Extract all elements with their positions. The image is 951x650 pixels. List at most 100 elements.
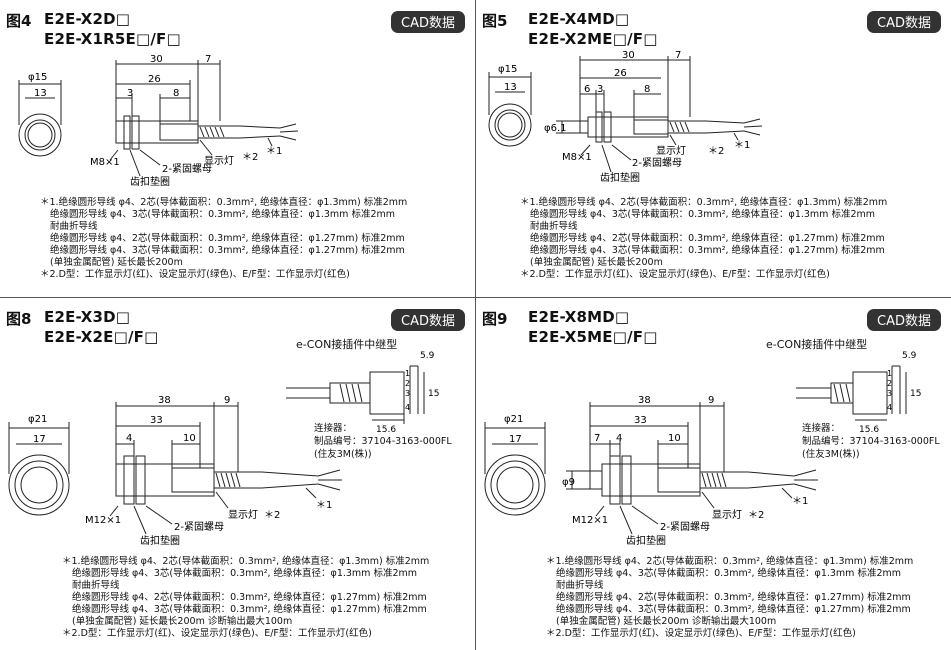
connector-line: 连接器： <box>802 423 841 434</box>
dim-len-30: 30 <box>150 54 163 65</box>
note-line: 耐曲折导线 <box>556 580 604 591</box>
dim-len-3: 3 <box>127 88 133 99</box>
note-line: 绝缘圆形导线 φ4、3芯(导体截面积：0.3mm², 绝缘体直径：φ1.3mm … <box>556 568 902 579</box>
cad-data-button[interactable]: CAD数据 <box>391 11 465 33</box>
pin-label: 1 <box>405 369 410 378</box>
pin-label: 2 <box>405 379 410 388</box>
dim-front-inner: 13 <box>504 82 517 93</box>
note-line: ＊1.绝缘圆形导线 φ4、2芯(导体截面积：0.3mm², 绝缘体直径：φ1.3… <box>520 197 888 208</box>
dim-len-3: 3 <box>597 84 603 95</box>
label-nut: 2-紧固螺母 <box>162 163 212 175</box>
econ-dim-height: 15 <box>428 389 439 399</box>
label-thread: M8×1 <box>562 152 592 163</box>
figure-number: 图4 <box>6 12 32 30</box>
econ-dim-width: 5.9 <box>420 351 435 361</box>
note-line: 绝缘圆形导线 φ4、2芯(导体截面积：0.3mm², 绝缘体直径：φ1.27mm… <box>530 233 885 244</box>
note-line: (单独金属配管) 延长最长200m 诊断输出最大100m <box>556 616 777 627</box>
pin-label: 3 <box>405 389 410 398</box>
dim-len-7: 7 <box>675 50 681 61</box>
dim-len-26: 26 <box>614 68 627 79</box>
label-lamp: 显示灯 <box>204 155 234 167</box>
label-thread: M8×1 <box>90 157 120 168</box>
footnotes: ＊1.绝缘圆形导线 φ4、2芯(导体截面积：0.3mm², 绝缘体直径：φ1.3… <box>40 197 407 281</box>
dim-len-30: 30 <box>622 50 635 61</box>
label-lamp: 显示灯 <box>656 145 686 157</box>
dim-inner-diameter: φ9 <box>562 477 575 488</box>
footnotes: ＊1.绝缘圆形导线 φ4、2芯(导体截面积：0.3mm², 绝缘体直径：φ1.3… <box>62 556 429 640</box>
panel-fig5: 图5 E2E-X4MD□ E2E-X2ME□/F□ CAD数据 <box>476 0 951 297</box>
label-star1: ＊1 <box>316 500 332 511</box>
dim-inner-diameter: φ6.1 <box>544 123 567 134</box>
dim-front-outer: φ15 <box>498 64 517 75</box>
connector-line: 连接器： <box>314 423 353 434</box>
dim-len-33: 33 <box>634 415 647 426</box>
label-star1: ＊1 <box>792 496 808 507</box>
note-line: 绝缘圆形导线 φ4、3芯(导体截面积：0.3mm², 绝缘体直径：φ1.27mm… <box>530 245 885 256</box>
cad-data-button[interactable]: CAD数据 <box>867 309 941 331</box>
dim-len-26: 26 <box>148 74 161 85</box>
connector-info: 连接器： 制品编号：37104-3163-000FL (住友3M(株)) <box>802 422 940 461</box>
note-line: (单独金属配管) 延长最长200m <box>530 257 663 268</box>
dim-len-38: 38 <box>158 395 171 406</box>
note-line: 绝缘圆形导线 φ4、2芯(导体截面积：0.3mm², 绝缘体直径：φ1.27mm… <box>72 592 427 603</box>
dim-len-33: 33 <box>150 415 163 426</box>
label-nut: 2-紧固螺母 <box>174 521 224 533</box>
cad-data-button[interactable]: CAD数据 <box>867 11 941 33</box>
label-star2: ＊2 <box>242 152 258 163</box>
note-line: 绝缘圆形导线 φ4、2芯(导体截面积：0.3mm², 绝缘体直径：φ1.27mm… <box>50 233 405 244</box>
dim-front-inner: 17 <box>33 434 46 445</box>
label-nut: 2-紧固螺母 <box>632 157 682 169</box>
note-line: 绝缘圆形导线 φ4、3芯(导体截面积：0.3mm², 绝缘体直径：φ1.27mm… <box>50 245 405 256</box>
dim-len-38: 38 <box>638 395 651 406</box>
dim-len-10: 10 <box>183 433 196 444</box>
pin-label: 4 <box>405 403 410 412</box>
dim-front-outer: φ21 <box>504 414 523 425</box>
label-nut: 2-紧固螺母 <box>660 521 710 533</box>
figure-number: 图9 <box>482 310 508 328</box>
label-lamp: 显示灯 <box>712 509 742 521</box>
note-line: 绝缘圆形导线 φ4、3芯(导体截面积：0.3mm², 绝缘体直径：φ1.27mm… <box>556 604 911 615</box>
note-line: ＊1.绝缘圆形导线 φ4、2芯(导体截面积：0.3mm², 绝缘体直径：φ1.3… <box>546 556 914 567</box>
panel-fig9: 图9 E2E-X8MD□ E2E-X5ME□/F□ CAD数据 e-CON接插件… <box>476 298 951 650</box>
dim-front-inner: 13 <box>34 88 47 99</box>
connector-line: (住友3M(株)) <box>802 449 860 460</box>
econ-title: e-CON接插件中继型 <box>296 338 398 351</box>
figure-number: 图5 <box>482 12 508 30</box>
connector-info: 连接器： 制品编号：37104-3163-000FL (住友3M(株)) <box>314 422 452 461</box>
label-washer: 齿扣垫圈 <box>130 175 170 188</box>
label-washer: 齿扣垫圈 <box>626 534 666 547</box>
panel-fig4: 图4 E2E-X2D□ E2E-X1R5E□/F□ CAD数据 <box>0 0 475 297</box>
note-line: 耐曲折导线 <box>72 580 120 591</box>
pin-label: 3 <box>887 389 892 398</box>
econ-dim-height: 15 <box>910 389 921 399</box>
label-star1: ＊1 <box>266 146 282 157</box>
drawing-fig4: φ15 13 30 7 26 3 8 M8×1 2-紧固螺母 齿扣垫圈 显示灯 … <box>18 54 299 188</box>
note-line: ＊1.绝缘圆形导线 φ4、2芯(导体截面积：0.3mm², 绝缘体直径：φ1.3… <box>62 556 430 567</box>
label-lamp: 显示灯 <box>228 509 258 521</box>
label-star2: ＊2 <box>264 510 280 521</box>
note-line: ＊2.D型：工作显示灯(红)、设定显示灯(绿色)、E/F型：工作显示灯(红色) <box>62 628 372 639</box>
cad-data-button[interactable]: CAD数据 <box>391 309 465 331</box>
pin-label: 1 <box>887 369 892 378</box>
note-line: 绝缘圆形导线 φ4、3芯(导体截面积：0.3mm², 绝缘体直径：φ1.27mm… <box>72 604 427 615</box>
footnotes: ＊1.绝缘圆形导线 φ4、2芯(导体截面积：0.3mm², 绝缘体直径：φ1.3… <box>520 197 887 281</box>
label-star2: ＊2 <box>708 146 724 157</box>
econ-dim-width: 5.9 <box>902 351 917 361</box>
model-name-2: E2E-X1R5E□/F□ <box>44 30 181 48</box>
note-line: 绝缘圆形导线 φ4、2芯(导体截面积：0.3mm², 绝缘体直径：φ1.27mm… <box>556 592 911 603</box>
dim-len-10: 10 <box>668 433 681 444</box>
model-name-1: E2E-X2D□ <box>44 10 131 28</box>
econ-title: e-CON接插件中继型 <box>766 338 868 351</box>
note-line: ＊2.D型：工作显示灯(红)、设定显示灯(绿色)、E/F型：工作显示灯(红色) <box>546 628 856 639</box>
pin-label: 2 <box>887 379 892 388</box>
label-star2: ＊2 <box>748 510 764 521</box>
note-line: (单独金属配管) 延长最长200m 诊断输出最大100m <box>72 616 293 627</box>
figure-number: 图8 <box>6 310 32 328</box>
note-line: 耐曲折导线 <box>530 221 578 232</box>
label-star1: ＊1 <box>734 140 750 151</box>
dim-len-9: 9 <box>708 395 714 406</box>
dim-len-9: 9 <box>224 395 230 406</box>
dim-len-6: 6 <box>584 84 590 95</box>
dim-len-7: 7 <box>205 54 211 65</box>
